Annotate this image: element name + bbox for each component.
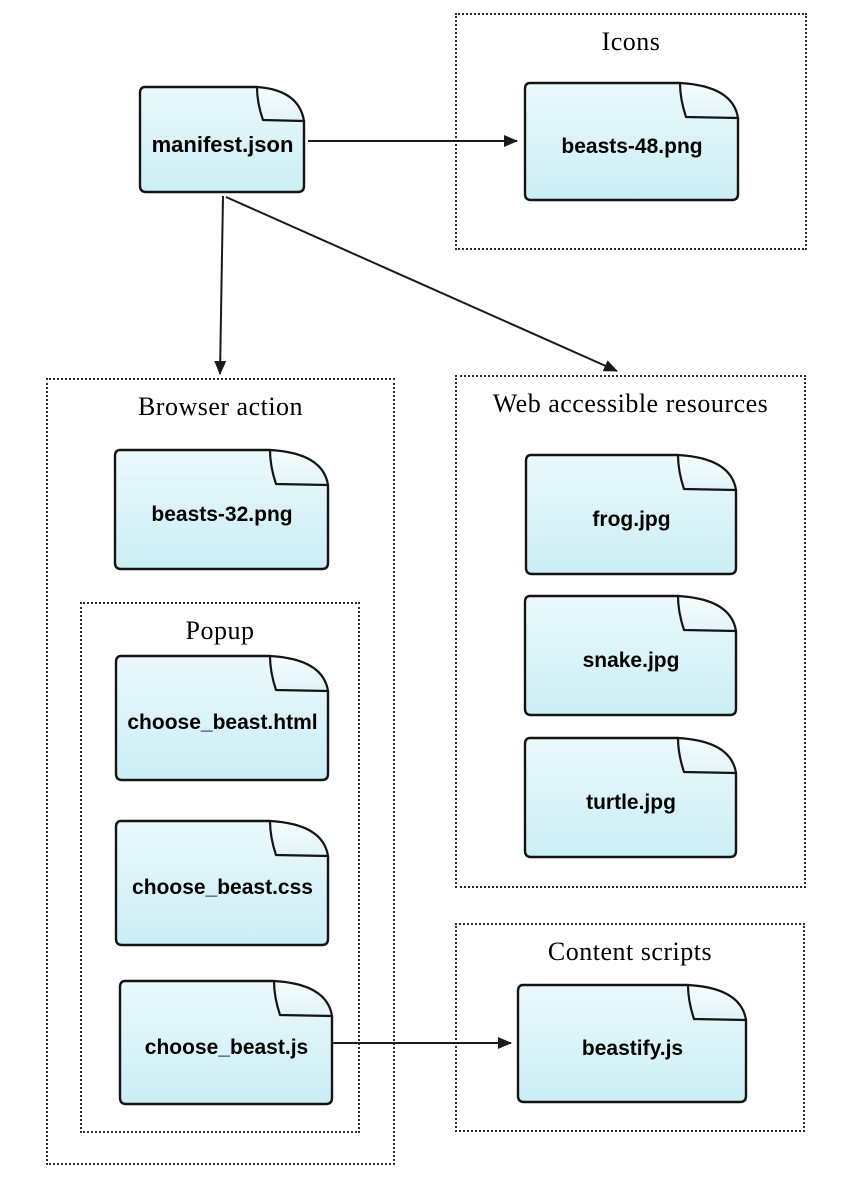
group-icons: Icons	[455, 13, 807, 250]
file-label-beastify-js: beastify.js	[581, 1036, 684, 1060]
file-node-choose-beast-js: choose_beast.js	[117, 978, 336, 1107]
file-node-choose-beast-css: choose_beast.css	[113, 818, 332, 948]
group-label-browser-action: Browser action	[137, 392, 304, 421]
document-icon	[113, 448, 330, 571]
file-label-choose-beast-html: choose_beast.html	[127, 711, 318, 734]
group-content-scripts: Content scripts	[455, 923, 805, 1132]
file-label-turtle-jpg: turtle.jpg	[586, 790, 676, 814]
group-label-icons: Icons	[601, 27, 661, 56]
group-label-content-scripts: Content scripts	[547, 937, 713, 966]
file-label-snake-jpg: snake.jpg	[582, 648, 680, 672]
file-node-beasts-48-png: beasts-48.png	[522, 80, 742, 203]
group-web-accessible-resources: Web accessible resources	[455, 375, 806, 888]
group-label-web-accessible-resources: Web accessible resources	[492, 389, 769, 418]
group-popup: Popup	[80, 602, 360, 1133]
file-node-frog-jpg: frog.jpg	[523, 452, 740, 577]
document-icon	[114, 819, 330, 947]
file-node-manifest-json: manifest.json	[137, 84, 308, 195]
file-label-beasts-48-png: beasts-48.png	[561, 134, 703, 158]
file-label-beasts-32-png: beasts-32.png	[151, 502, 293, 526]
document-icon	[524, 453, 738, 576]
file-node-turtle-jpg: turtle.jpg	[522, 735, 740, 860]
document-icon	[138, 85, 306, 194]
file-label-frog-jpg: frog.jpg	[592, 507, 671, 531]
group-label-popup: Popup	[185, 616, 255, 645]
group-browser-action: Browser action	[46, 378, 395, 1165]
file-label-choose-beast-js: choose_beast.js	[144, 1035, 309, 1059]
document-icon	[114, 654, 330, 782]
file-node-choose-beast-html: choose_beast.html	[113, 653, 332, 783]
document-icon	[523, 594, 738, 717]
document-icon	[118, 979, 334, 1106]
document-icon	[516, 983, 748, 1104]
file-node-snake-jpg: snake.jpg	[522, 593, 740, 718]
file-label-manifest-json: manifest.json	[151, 131, 294, 157]
file-label-choose-beast-css: choose_beast.css	[132, 876, 313, 899]
document-icon	[523, 736, 738, 859]
file-node-beastify-js: beastify.js	[515, 982, 750, 1105]
file-node-beasts-32-png: beasts-32.png	[112, 447, 332, 572]
edge-manifest-to-browser-action	[214, 195, 227, 375]
